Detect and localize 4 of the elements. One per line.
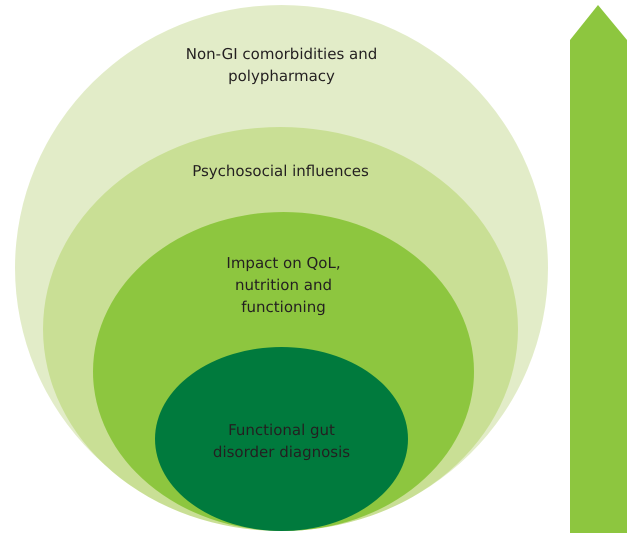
ellipse-label: Psychosocial influences: [192, 161, 369, 182]
ellipse-label: Functional gut disorder diagnosis: [212, 420, 352, 463]
ellipse-label: Non-GI comorbidities and polypharmacy: [184, 44, 378, 87]
ellipse-label: Impact on QoL, nutrition and functioning: [225, 253, 342, 318]
